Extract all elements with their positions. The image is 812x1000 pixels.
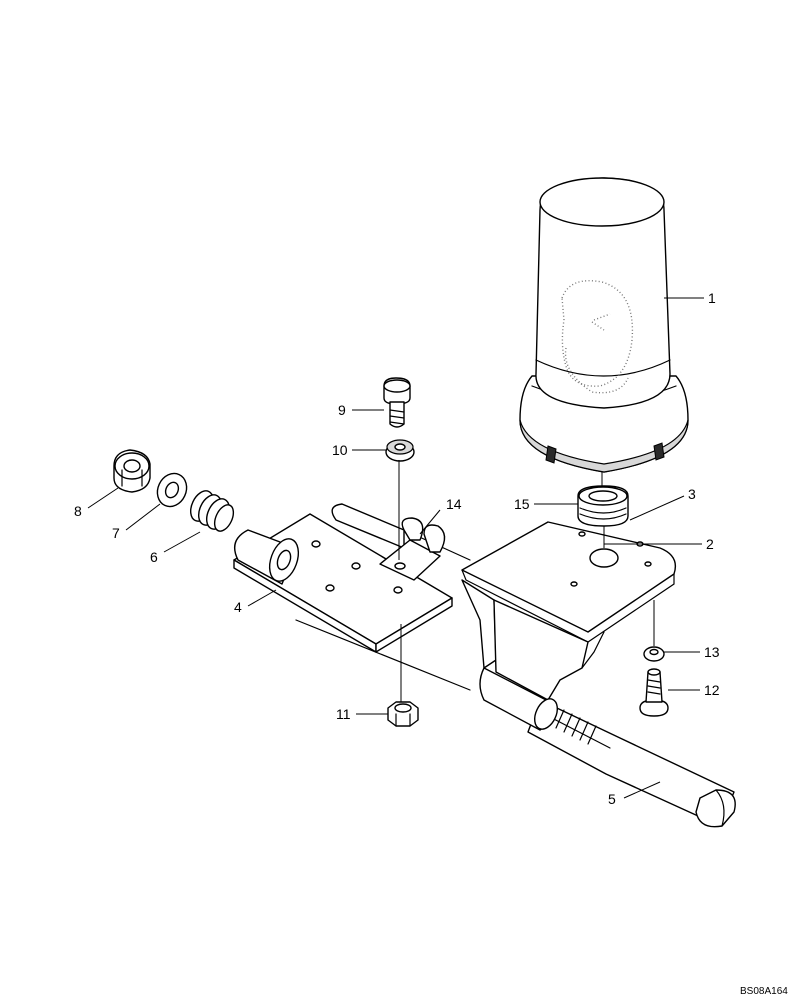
callout-11: 11 (336, 706, 351, 722)
callout-3: 3 (688, 486, 696, 502)
part-mounting-bracket (461, 521, 677, 731)
callout-labels: 1 2 3 4 5 6 7 8 9 10 11 12 13 14 15 (74, 290, 720, 807)
reference-code: BS08A164 (740, 986, 788, 997)
callout-13: 13 (704, 644, 720, 660)
callout-4: 4 (234, 599, 242, 615)
part-nut-11 (387, 701, 419, 727)
callout-1: 1 (708, 290, 716, 306)
part-bolt-9 (383, 377, 411, 428)
part-washer-7 (156, 472, 188, 508)
callout-6: 6 (150, 549, 158, 565)
part-washer-10 (385, 439, 415, 462)
part-grommet (577, 485, 629, 527)
part-cable-clip (379, 517, 446, 581)
part-hinge-plate (233, 503, 471, 691)
callout-10: 10 (332, 442, 348, 458)
part-spring (189, 490, 235, 532)
part-screw-12 (639, 668, 669, 717)
part-beacon (519, 177, 689, 473)
callout-12: 12 (704, 682, 720, 698)
part-washer-13 (643, 646, 665, 662)
callout-8: 8 (74, 503, 82, 519)
callout-15: 15 (514, 496, 530, 512)
callout-14: 14 (446, 496, 462, 512)
part-long-bolt (527, 699, 736, 828)
part-nut-8 (113, 449, 151, 493)
callout-5: 5 (608, 791, 616, 807)
callout-9: 9 (338, 402, 346, 418)
leader-lines (87, 297, 704, 799)
callout-2: 2 (706, 536, 714, 552)
callout-7: 7 (112, 525, 120, 541)
